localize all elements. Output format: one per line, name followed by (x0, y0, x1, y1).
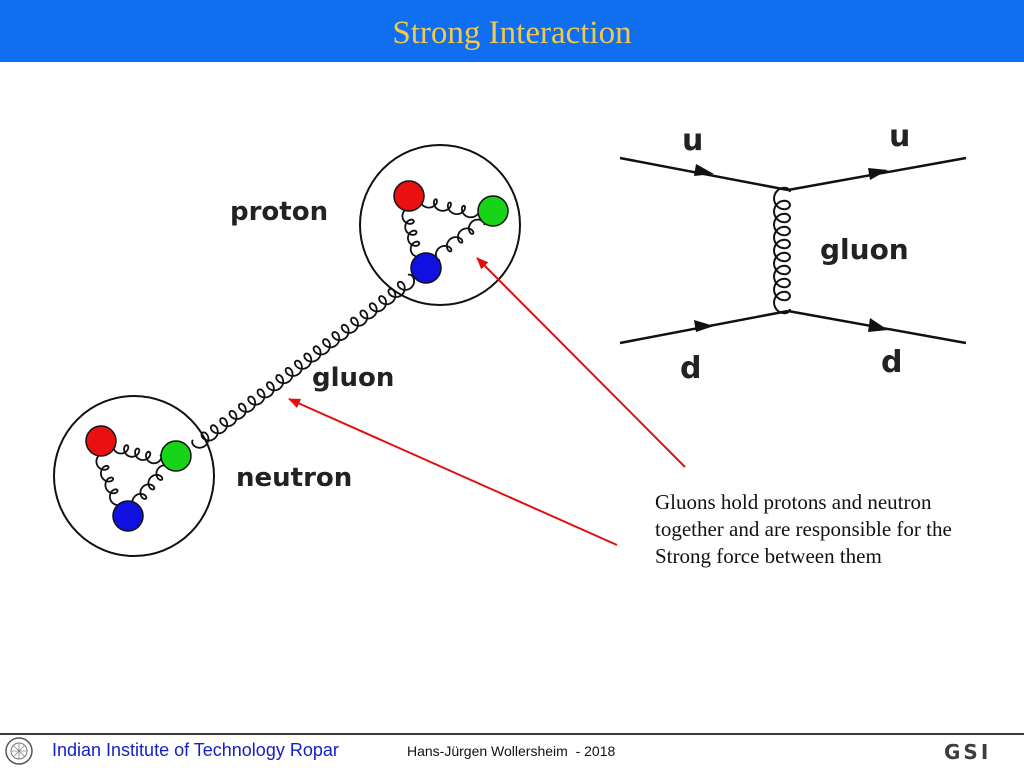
proton-gluon-top (418, 195, 480, 219)
gsi-logo: GSI (944, 740, 992, 764)
u-outgoing-arrow-icon (868, 168, 888, 180)
u-top-right-label: u (889, 119, 910, 154)
proton-neutron-diagram: proton gluon neutron (53, 144, 521, 557)
neutron-blue-quark (112, 500, 144, 532)
neutron-gluon-left (95, 453, 124, 507)
proton-blue-quark (410, 252, 442, 284)
proton-gluon-right (435, 218, 486, 262)
caption-line-3: Strong force between them (655, 544, 882, 568)
neutron-label: neutron (236, 463, 352, 493)
neutron-gluon-right (131, 464, 172, 510)
footer-author: Hans-Jürgen Wollersheim - 2018 (407, 743, 616, 759)
arrow-to-proton-gluon (476, 257, 686, 468)
arrow-to-nucleon-gluon (288, 398, 618, 546)
exchange-gluon-coil (772, 186, 792, 315)
proton-gluon-left (401, 207, 423, 258)
d-incoming-arrow-icon (694, 320, 714, 332)
iit-ropar-seal-icon (5, 737, 33, 765)
d-bottom-right-label: d (881, 345, 902, 380)
caption-line-1: Gluons hold protons and neutron (655, 490, 932, 514)
d-bottom-left-label: d (680, 351, 701, 386)
neutron-circle (53, 395, 215, 557)
d-outgoing-arrow-icon (868, 318, 888, 332)
u-incoming-arrow-icon (694, 164, 714, 176)
gluon-label-left: gluon (312, 363, 394, 393)
caption-line-2: together and are responsible for the (655, 517, 952, 541)
nucleon-gluon-coil (191, 273, 416, 449)
neutron-gluon-top (112, 441, 163, 465)
neutron-green-quark (160, 440, 192, 472)
title-bar (0, 0, 1024, 62)
feynman-diagram: u u d d gluon (619, 119, 967, 386)
caption: Gluons hold protons and neutron together… (655, 489, 995, 570)
footer-divider (0, 733, 1024, 735)
neutron-red-quark (85, 425, 117, 457)
slide-title: Strong Interaction (392, 15, 632, 51)
proton-green-quark (477, 195, 509, 227)
proton-red-quark (393, 180, 425, 212)
proton-label: proton (230, 197, 328, 227)
gluon-label-right: gluon (820, 233, 909, 266)
footer-institute: Indian Institute of Technology Ropar (52, 740, 339, 760)
proton-circle (359, 144, 521, 306)
u-top-left-label: u (682, 123, 703, 158)
